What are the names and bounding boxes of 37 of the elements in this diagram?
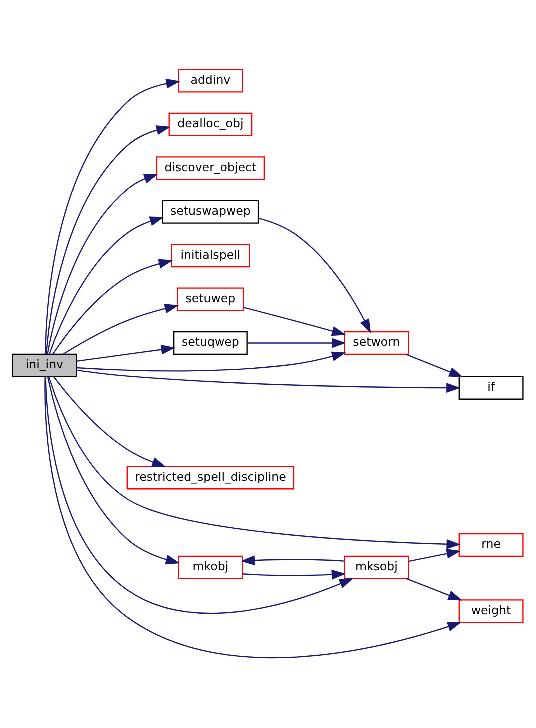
node-box: if xyxy=(458,376,524,400)
arrow xyxy=(54,376,166,468)
node-box: weight xyxy=(458,600,524,624)
arrow xyxy=(406,354,464,378)
arrow xyxy=(48,376,461,550)
node-box: setworn xyxy=(344,331,410,356)
node-box: dealloc_obj xyxy=(168,112,253,136)
node-box: setuwep xyxy=(177,288,244,312)
arrow xyxy=(45,377,354,614)
arrow xyxy=(258,218,372,334)
arrow xyxy=(63,304,180,355)
arrow xyxy=(408,549,461,562)
arrow xyxy=(44,377,462,658)
node-box: ini_inv xyxy=(12,354,78,378)
node-box: mksobj xyxy=(344,556,410,580)
node-box: rne xyxy=(458,533,524,558)
node-box: setuqwep xyxy=(173,331,248,356)
arrow xyxy=(76,370,461,394)
arrow xyxy=(242,570,346,580)
node-box: initialspell xyxy=(171,244,250,268)
arrow xyxy=(48,377,180,565)
arrow xyxy=(46,126,171,354)
arrow xyxy=(76,344,176,362)
node-box: addinv xyxy=(178,69,244,93)
arrow xyxy=(244,307,346,336)
node-box: discover_object xyxy=(156,156,266,180)
arrow xyxy=(247,338,346,348)
arrow xyxy=(52,259,174,355)
arrow xyxy=(240,556,344,566)
arrow xyxy=(406,578,463,601)
node-box: mkobj xyxy=(178,556,244,580)
node-box: setuswapwep xyxy=(162,200,260,224)
arrow xyxy=(45,78,180,354)
arrow xyxy=(47,174,158,354)
arrow xyxy=(48,216,164,355)
arrow xyxy=(76,352,346,372)
node-box: restricted_spell_discipline xyxy=(126,466,295,490)
